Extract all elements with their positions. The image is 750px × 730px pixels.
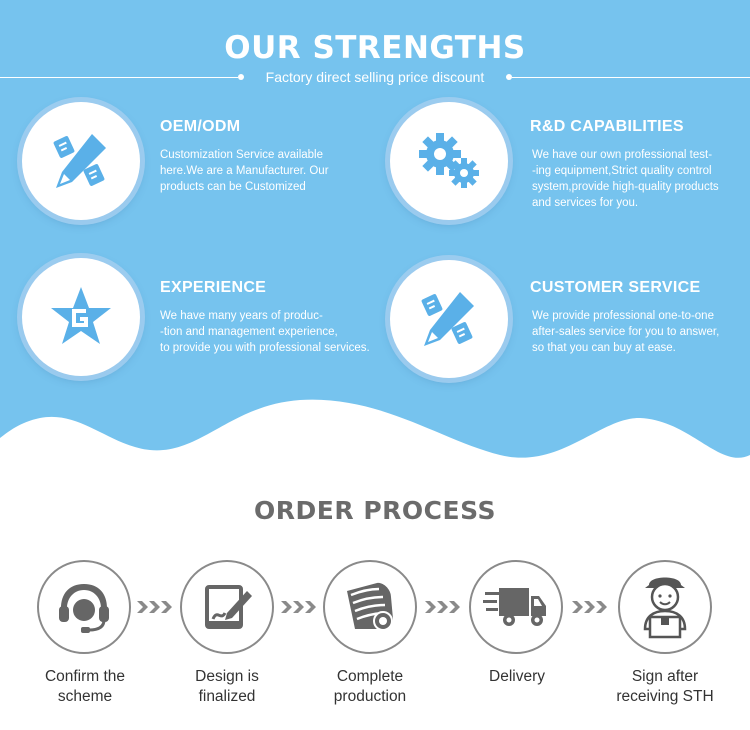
courier-person-icon <box>643 577 687 639</box>
header-background <box>0 0 750 458</box>
desc-line: We have our own professional test- <box>532 149 713 161</box>
arrow-icon <box>425 597 465 617</box>
document-edit-icon <box>205 585 252 629</box>
step-label-design: Design is finalized <box>162 667 292 707</box>
headset-icon <box>59 584 109 633</box>
arrow-icon <box>137 597 177 617</box>
desc-line: so that you can buy at ease. <box>532 342 676 354</box>
divider-dot-left <box>238 74 244 80</box>
star-icon <box>51 287 111 344</box>
desc-line: and services for you. <box>532 197 639 209</box>
step-label-line: Complete <box>336 668 404 685</box>
step-label-delivery: Delivery <box>452 667 582 687</box>
feature-desc-oem: Customization Service available here.We … <box>160 147 385 195</box>
step-label-line: receiving STH <box>616 688 714 705</box>
feature-desc-rnd: We have our own professional test- -ing … <box>532 147 750 211</box>
pencil-icon <box>421 292 474 346</box>
desc-line: products can be Customized <box>160 181 306 193</box>
step-design-circle <box>180 560 274 654</box>
step-label-line: Design is <box>195 668 259 685</box>
feature-rnd-circle <box>390 102 508 220</box>
feature-oem-circle <box>22 102 140 220</box>
desc-line: We have many years of produc- <box>160 310 323 322</box>
pencil-icon <box>53 134 106 188</box>
divider-left <box>0 77 238 78</box>
desc-line: Customization Service available <box>160 149 323 161</box>
desc-line: to provide you with professional service… <box>160 342 370 354</box>
desc-line: after-sales service for you to answer, <box>532 326 720 338</box>
step-delivery-circle <box>469 560 563 654</box>
step-sign-circle <box>618 560 712 654</box>
step-label-production: Complete production <box>305 667 435 707</box>
feature-title-experience: EXPERIENCE <box>160 279 267 296</box>
desc-line: We provide professional one-to-one <box>532 310 714 322</box>
step-label-line: Delivery <box>489 668 545 685</box>
step-label-confirm: Confirm the scheme <box>20 667 150 707</box>
step-label-line: scheme <box>57 688 113 705</box>
step-confirm-circle <box>37 560 131 654</box>
feature-desc-experience: We have many years of produc- -tion and … <box>160 308 390 356</box>
arrow-icon <box>572 597 612 617</box>
step-label-line: production <box>333 688 407 705</box>
arrow-icon <box>281 597 321 617</box>
desc-line: -ing equipment,Strict quality control <box>532 165 712 177</box>
divider-right <box>512 77 750 78</box>
step-label-sign: Sign after receiving STH <box>600 667 730 707</box>
desc-line: system,provide high-quality products <box>532 181 719 193</box>
process-title: ORDER PROCESS <box>254 496 496 525</box>
gears-icon <box>419 133 479 188</box>
desc-line: -tion and management experience, <box>160 326 338 338</box>
delivery-truck-icon <box>483 588 546 626</box>
fabric-rolls-icon <box>347 582 393 631</box>
feature-title-oem: OEM/ODM <box>160 118 241 135</box>
feature-desc-service: We provide professional one-to-one after… <box>532 308 747 356</box>
feature-title-rnd: R&D CAPABILITIES <box>530 118 684 135</box>
step-label-line: finalized <box>198 688 256 705</box>
divider-dot-right <box>506 74 512 80</box>
feature-title-service: CUSTOMER SERVICE <box>530 279 701 296</box>
page-subtitle: Factory direct selling price discount <box>265 69 485 85</box>
page-title: OUR STRENGTHS <box>224 30 526 66</box>
feature-service-circle <box>390 260 508 378</box>
step-label-line: Confirm the <box>44 668 126 685</box>
step-label-line: Sign after <box>631 668 699 685</box>
desc-line: here.We are a Manufacturer. Our <box>160 165 329 177</box>
step-production-circle <box>323 560 417 654</box>
feature-experience-circle <box>22 258 140 376</box>
